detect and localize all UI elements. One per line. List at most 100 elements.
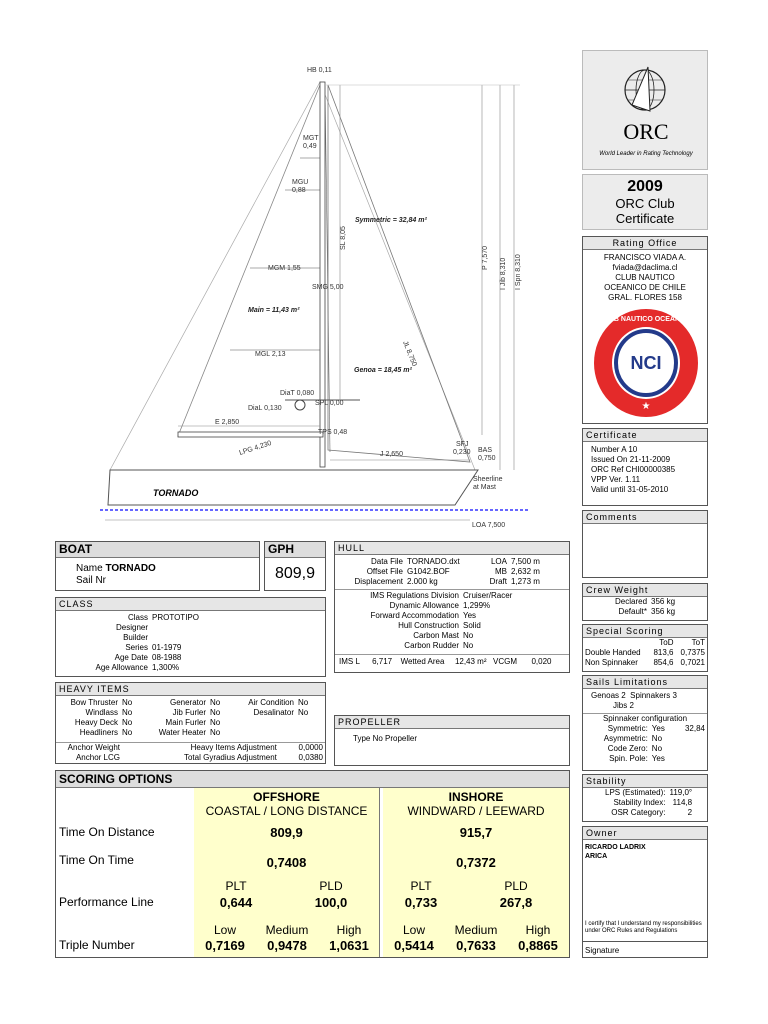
stability-index-label: Stability Index: (613, 798, 666, 807)
svg-text:Sheerline: Sheerline (473, 476, 503, 483)
heavy-item-value: No (210, 728, 221, 737)
spin-row-label: Symmetric: (607, 724, 648, 733)
class-row-label: Series (125, 643, 148, 652)
label-tps: TPS 0,48 (318, 429, 347, 436)
spin-row-value: Yes (651, 754, 665, 763)
hull-displacement-value: 2.000 kg (407, 577, 438, 586)
owner-header: Owner (583, 827, 707, 840)
genoas-value: 2 (621, 691, 626, 700)
svg-text:at Mast: at Mast (473, 484, 496, 491)
heavy-item-label: Bow Thruster (70, 698, 118, 707)
class-row-value: PROTOTIPO (152, 613, 199, 622)
triple-number-label: Triple Number (59, 938, 135, 952)
owner-declaration: I certify that I understand my responsib… (585, 921, 702, 934)
tn-low-offshore-label: Low (213, 923, 236, 937)
hull-row-label: Hull Construction (398, 621, 459, 630)
mast (319, 81, 326, 468)
stability-index-value: 114,8 (672, 798, 693, 807)
label-spl: SPL 0,00 (315, 400, 344, 407)
spin-row-label: Asymmetric: (603, 734, 648, 743)
vcgm-label: VCGM (492, 657, 517, 666)
class-row-label: Class (127, 613, 148, 622)
rating-office-line: CLUB NAUTICO (615, 273, 675, 282)
plt-offshore-value: 0,644 (219, 895, 253, 910)
hull-offset-label: Offset File (366, 567, 403, 576)
class-row-label: Designer (115, 623, 148, 632)
certificate-number: Number A 10 (591, 445, 638, 454)
wetted-area-label: Wetted Area (400, 657, 445, 666)
hull-datafile-label: Data File (370, 557, 403, 566)
orc-tagline: World Leader in Rating Technology (599, 151, 693, 157)
heavy-item-label: Headliners (79, 728, 118, 737)
label-ijib: I Jib 8,310 (500, 258, 507, 290)
class-header: CLASS (56, 598, 325, 611)
pld-offshore-value: 100,0 (314, 895, 348, 910)
plt-inshore-label: PLT (410, 879, 432, 893)
label-hb: HB 0,11 (307, 67, 332, 74)
stability-header: Stability (583, 775, 707, 788)
jibs-value: 2 (629, 701, 634, 710)
heavy-item-value: No (122, 708, 133, 717)
label-mgm: MGM 1,55 (268, 265, 301, 272)
wetted-area-value: 12,43 m² (454, 657, 487, 666)
rating-office-line: FRANCISCO VIADA A. (603, 253, 687, 262)
comments-header: Comments (583, 511, 707, 524)
class-row-label: Builder (123, 633, 148, 642)
spin-row-value: No (651, 734, 663, 743)
label-j: J 2,650 (380, 451, 403, 458)
performance-line-label: Performance Line (59, 895, 154, 909)
certificate-name-line1: ORC Club (615, 196, 675, 211)
certificate-title-panel: 2009 ORC Club Certificate (582, 174, 708, 230)
rating-office-panel: Rating Office FRANCISCO VIADA A. fviada@… (582, 236, 708, 424)
tn-low-inshore-value: 0,5414 (394, 938, 434, 953)
heavy-item-value: No (122, 728, 133, 737)
hull-row-value: No (463, 631, 474, 640)
boat-name-label: Name (76, 563, 103, 574)
heavy-item-value: No (298, 698, 309, 707)
boom (177, 431, 324, 438)
boat-panel: BOAT Name TORNADO Sail Nr (55, 541, 260, 591)
hull-displacement-label: Displacement (354, 577, 403, 586)
label-sl: SL 8,05 (340, 226, 347, 250)
class-row-value: 01-1979 (152, 643, 182, 652)
boat-name-on-hull: TORNADO (153, 488, 198, 498)
tod-inshore-value: 915,7 (459, 825, 493, 840)
rating-office-line: GRAL. FLORES 158 (608, 293, 682, 302)
heavy-item-value: No (298, 708, 309, 717)
crew-weight-header: Crew Weight (583, 584, 707, 597)
tn-low-offshore-value: 0,7169 (205, 938, 245, 953)
hull-row-value: Cruiser/Racer (463, 591, 513, 600)
special-row-tot: 0,7375 (680, 648, 705, 657)
svg-text:0,88: 0,88 (292, 187, 306, 194)
tn-medium-offshore-label: Medium (265, 923, 309, 937)
svg-text:0,49: 0,49 (303, 143, 317, 150)
spin-row-value: No (651, 744, 663, 753)
class-row-label: Age Date (114, 653, 148, 662)
hull-header: HULL (335, 542, 569, 555)
genoas-label: Genoas (591, 691, 620, 700)
boat-sail-label: Sail Nr (76, 575, 107, 586)
certificate-year: 2009 (627, 178, 663, 195)
svg-text:SFJ: SFJ (456, 441, 468, 448)
certificate-issued: Issued On 21-11-2009 (591, 455, 671, 464)
certificate-valid: Valid until 31-05-2010 (591, 485, 669, 494)
spin-row-extra: 32,84 (684, 724, 705, 733)
hull-mb-value: 2,632 m (511, 567, 540, 576)
pld-inshore-value: 267,8 (499, 895, 533, 910)
hull-row-value: Yes (463, 611, 477, 620)
pld-offshore-label: PLD (319, 879, 343, 893)
crew-default-label: Default* (618, 607, 648, 616)
sails-limitations-header: Sails Limitations (583, 676, 707, 689)
scoring-options-panel: SCORING OPTIONS OFFSHORE COASTAL / LONG … (55, 770, 570, 958)
heavy-items-adjustment-value: 0,0000 (298, 743, 323, 752)
hull-draft-value: 1,273 m (511, 577, 540, 586)
hull-row-value: Solid (463, 621, 481, 630)
osr-category-value: 2 (687, 808, 693, 817)
label-loa: LOA 7,500 (472, 522, 505, 529)
inshore-subtitle: WINDWARD / LEEWARD (407, 804, 545, 818)
tn-high-inshore-value: 0,8865 (518, 938, 558, 953)
svg-text:NCI: NCI (631, 353, 662, 373)
